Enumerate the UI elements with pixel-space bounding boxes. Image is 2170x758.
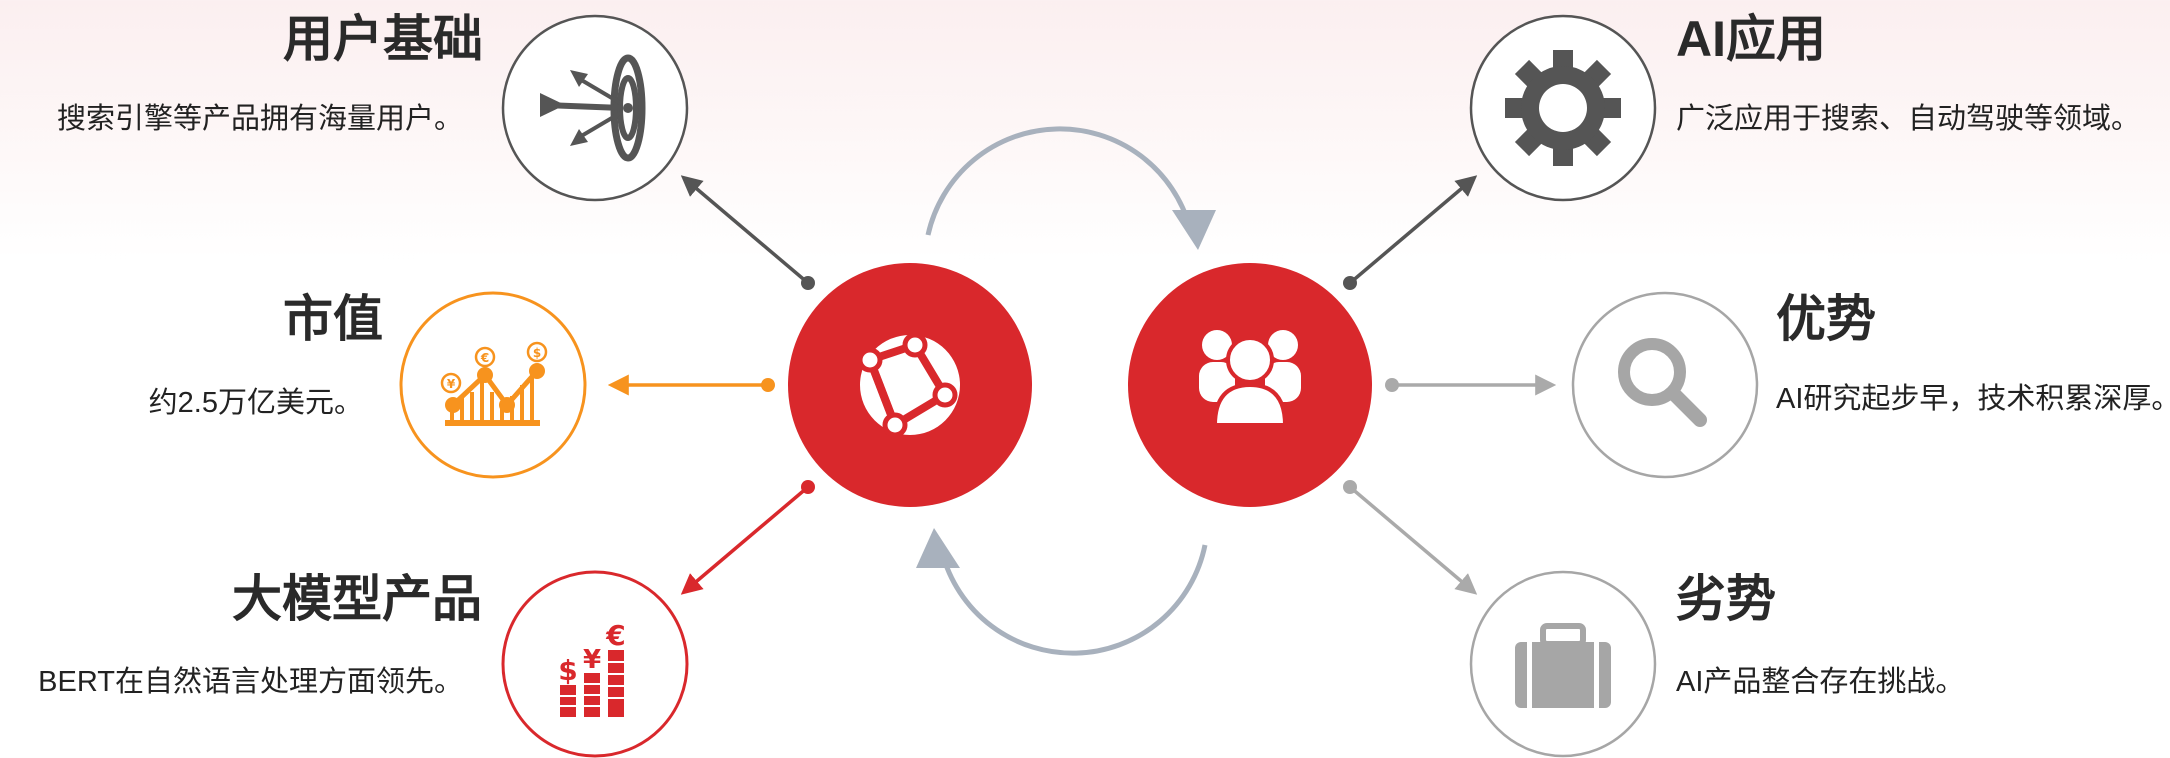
cycle-arrow-bottom — [916, 528, 1208, 656]
svg-text:€: € — [605, 619, 625, 652]
title-market-cap: 市值 — [283, 291, 383, 347]
satellite-user-base — [501, 14, 689, 202]
desc-llm-products: BERT在自然语言处理方面领先。 — [38, 666, 463, 698]
people-group-icon — [1199, 330, 1301, 427]
hub-left — [788, 263, 1032, 507]
globe-network-icon — [857, 332, 960, 438]
satellite-llm-products: $ ¥ € — [501, 570, 689, 758]
title-user-base: 用户基础 — [283, 11, 483, 67]
title-weaknesses: 劣势 — [1676, 571, 1776, 627]
svg-text:$: $ — [558, 654, 577, 687]
satellite-weaknesses — [1469, 570, 1657, 758]
satellite-strengths — [1571, 291, 1759, 479]
hub-right — [1128, 263, 1372, 507]
connector-market-cap — [607, 374, 775, 396]
money-stacks-icon: $ ¥ € — [558, 619, 626, 717]
cycle-arrow-top — [925, 126, 1216, 250]
desc-ai-apps: 广泛应用于搜索、自动驾驶等领域。 — [1676, 103, 2141, 135]
connector-user-base — [680, 175, 815, 290]
svg-text:$: $ — [533, 346, 541, 360]
svg-text:¥: ¥ — [447, 377, 456, 391]
briefcase-icon — [1515, 623, 1611, 708]
title-ai-apps: AI应用 — [1676, 11, 1826, 67]
connector-strengths — [1385, 374, 1557, 396]
connector-llm-products — [680, 480, 815, 595]
desc-user-base: 搜索引擎等产品拥有海量用户。 — [56, 103, 463, 135]
connector-weaknesses — [1343, 480, 1478, 595]
gear-icon — [1505, 50, 1621, 166]
satellite-ai-apps — [1469, 14, 1657, 202]
svg-text:€: € — [480, 351, 489, 365]
connector-ai-apps — [1343, 175, 1478, 290]
currency-chart-icon: ¥ € $ — [440, 341, 548, 426]
title-llm-products: 大模型产品 — [232, 571, 482, 627]
target-arrows-icon — [540, 54, 646, 162]
desc-market-cap: 约2.5万亿美元。 — [148, 387, 363, 419]
desc-weaknesses: AI产品整合存在挑战。 — [1676, 666, 1965, 698]
magnifier-icon — [1618, 338, 1707, 427]
satellite-market-cap: ¥ € $ — [399, 291, 587, 479]
desc-strengths: AI研究起步早，技术积累深厚。 — [1776, 383, 2170, 415]
svg-text:¥: ¥ — [583, 645, 601, 675]
title-strengths: 优势 — [1776, 291, 1876, 347]
